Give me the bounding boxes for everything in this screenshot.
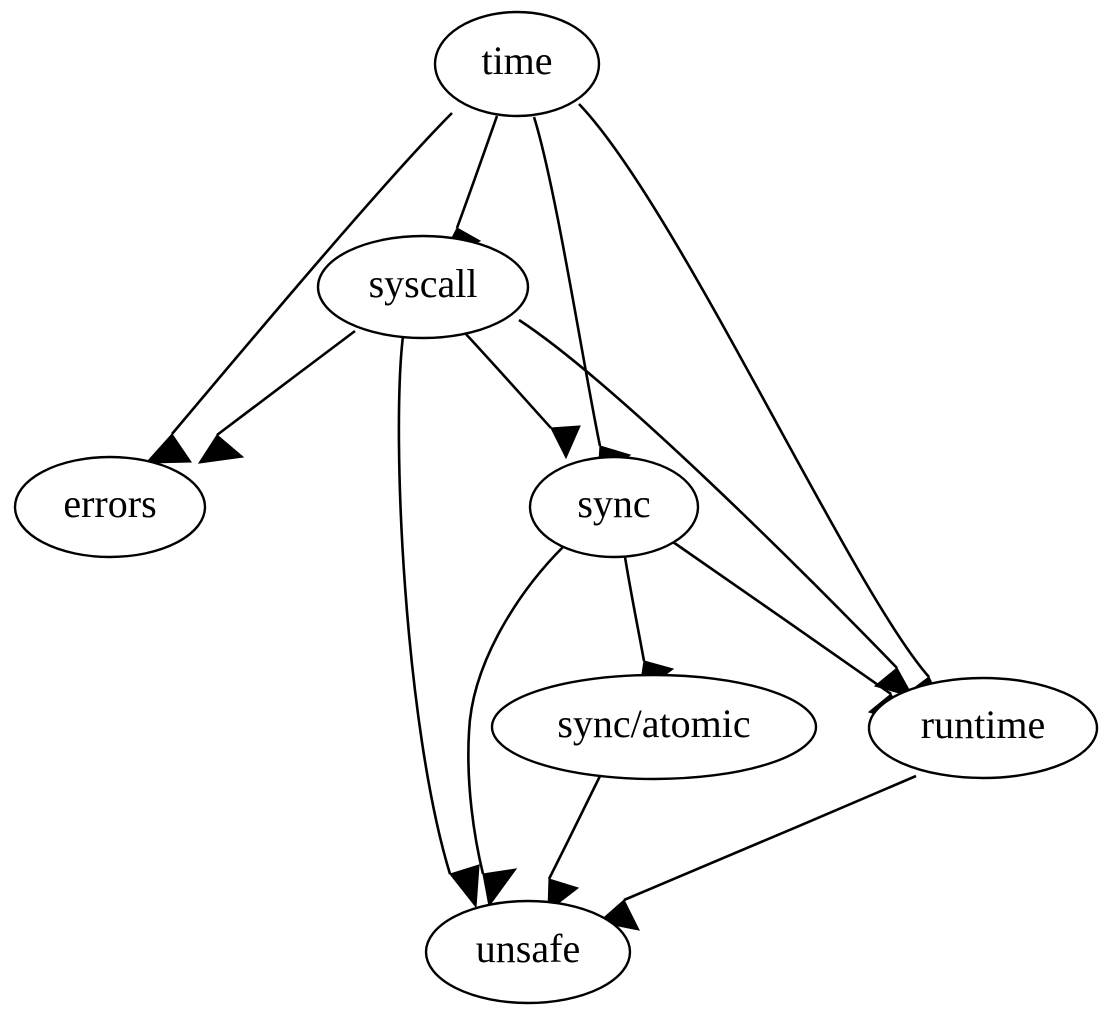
node-ellipse[interactable] <box>433 10 601 118</box>
graph-edge <box>547 775 602 913</box>
graph-node-time[interactable]: time <box>433 10 601 118</box>
node-ellipse[interactable] <box>867 676 1099 780</box>
graph-node-runtime[interactable]: runtime <box>867 676 1099 780</box>
edge-line <box>578 103 930 678</box>
node-label: sync/atomic <box>557 701 750 746</box>
graph-edge <box>397 335 480 909</box>
edge-line <box>672 540 892 696</box>
graph-node-errors[interactable]: errors <box>13 455 207 559</box>
graph-node-sync-atomic[interactable]: sync/atomic <box>490 673 818 781</box>
node-label: unsafe <box>476 926 580 971</box>
node-label: time <box>481 38 552 83</box>
edge-line <box>216 329 356 437</box>
arrowhead-icon <box>449 864 480 909</box>
node-ellipse[interactable] <box>490 673 818 781</box>
edge-line <box>623 774 917 902</box>
graph-edge <box>597 774 917 931</box>
graph-edge <box>578 103 945 707</box>
graph-edge <box>623 556 675 696</box>
graph-edge <box>463 331 581 460</box>
node-label: runtime <box>921 702 1045 747</box>
node-ellipse[interactable] <box>13 455 207 559</box>
edge-line <box>397 335 452 875</box>
graph-edge <box>144 112 453 464</box>
node-label: sync <box>577 481 650 526</box>
edge-line <box>171 112 453 435</box>
edge-line <box>623 556 646 662</box>
graph-node-syscall[interactable]: syscall <box>316 234 530 340</box>
graph-node-unsafe[interactable]: unsafe <box>424 899 632 1005</box>
edge-line <box>532 116 602 447</box>
graph-edge <box>467 546 564 908</box>
edge-line <box>463 331 552 429</box>
edge-line <box>455 115 499 229</box>
graph-edge <box>518 318 915 698</box>
arrowhead-icon <box>482 868 518 908</box>
node-ellipse[interactable] <box>424 899 632 1005</box>
node-ellipse[interactable] <box>528 455 700 559</box>
node-label: errors <box>63 481 156 526</box>
edge-line <box>547 775 602 880</box>
edge-line <box>467 546 564 875</box>
graph-node-sync[interactable]: sync <box>528 455 700 559</box>
arrowhead-icon <box>197 434 245 464</box>
arrowhead-icon <box>144 433 193 464</box>
edge-line <box>518 318 898 669</box>
graph-edge <box>197 329 356 464</box>
arrowhead-icon <box>550 425 581 460</box>
arrowhead-icon <box>873 667 915 698</box>
nodes-layer: time syscall errors sync sync/atomic runtime u… <box>13 10 1099 1005</box>
node-ellipse[interactable] <box>316 234 530 340</box>
node-label: syscall <box>369 261 478 306</box>
